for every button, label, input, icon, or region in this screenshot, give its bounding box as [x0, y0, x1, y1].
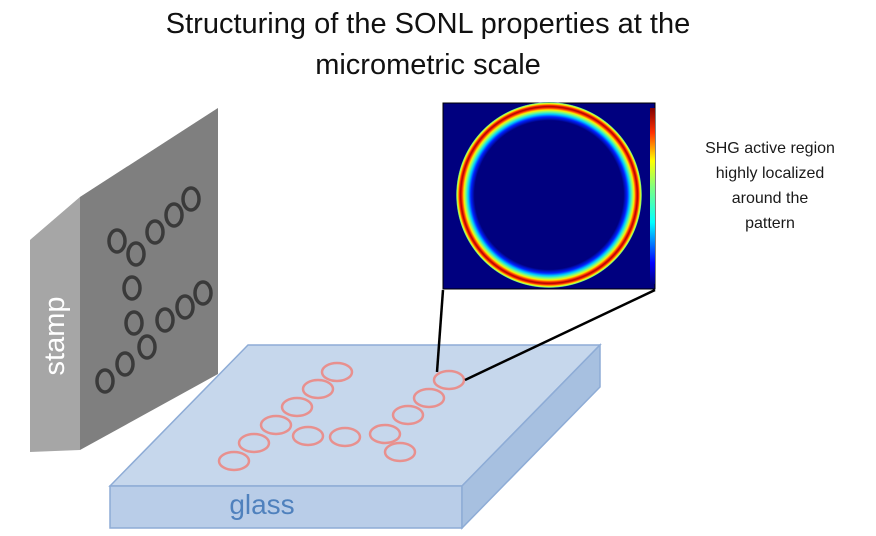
zoom-line-right: [464, 288, 656, 382]
pattern-ring: [383, 441, 417, 463]
stamp-dot: [193, 280, 213, 306]
stamp-dot: [155, 307, 175, 333]
stamp-dot: [115, 351, 135, 377]
stamp-dot-pattern: [95, 186, 213, 394]
zoom-connector: [435, 288, 656, 382]
pattern-ring: [291, 425, 325, 447]
annotation-line-2: highly localized: [715, 165, 825, 182]
glass-side-face: [461, 343, 601, 530]
shg-annotation: SHG active region highly localized aroun…: [670, 136, 870, 236]
pattern-ring: [412, 387, 446, 409]
zoom-line-left: [435, 289, 445, 373]
pattern-ring: [320, 361, 354, 383]
pattern-ring: [328, 426, 362, 448]
ring-pattern: [217, 361, 466, 472]
pattern-ring: [259, 414, 293, 436]
stamp-dot: [164, 202, 184, 228]
pattern-ring: [391, 404, 425, 426]
stamp-dot: [95, 368, 115, 394]
stamp-left-face: [30, 197, 80, 452]
pattern-ring: [301, 378, 335, 400]
stamp-dot: [181, 186, 201, 212]
glass-label: glass: [229, 489, 294, 520]
pattern-ring: [237, 432, 271, 454]
stamp-dot: [122, 275, 142, 301]
annotation-line-3: around the: [731, 190, 809, 207]
stamp-dot: [107, 228, 127, 254]
stamp-dot: [124, 310, 144, 336]
shg-ring: [456, 102, 642, 288]
stamp-dot: [137, 334, 157, 360]
pattern-ring: [217, 450, 251, 472]
title-line-1: Structuring of the SONL properties at th…: [165, 8, 691, 40]
page-title: Structuring of the SONL properties at th…: [0, 4, 856, 86]
pattern-ring: [432, 369, 466, 391]
stamp-dot: [175, 294, 195, 320]
stamp-dot: [145, 219, 165, 245]
annotation-line-4: pattern: [745, 215, 795, 232]
annotation-line-1: SHG active region: [705, 140, 835, 157]
title-line-2: micrometric scale: [315, 49, 541, 81]
shg-intensity-map-icon: [442, 102, 656, 290]
stamp-label: stamp: [39, 297, 71, 376]
stamp-dot: [126, 241, 146, 267]
stamp-block: stamp: [30, 108, 218, 452]
pattern-ring: [280, 396, 314, 418]
jet-colorbar-icon: [650, 108, 655, 284]
pattern-ring: [368, 423, 402, 445]
glass-slide: glass: [108, 343, 602, 530]
